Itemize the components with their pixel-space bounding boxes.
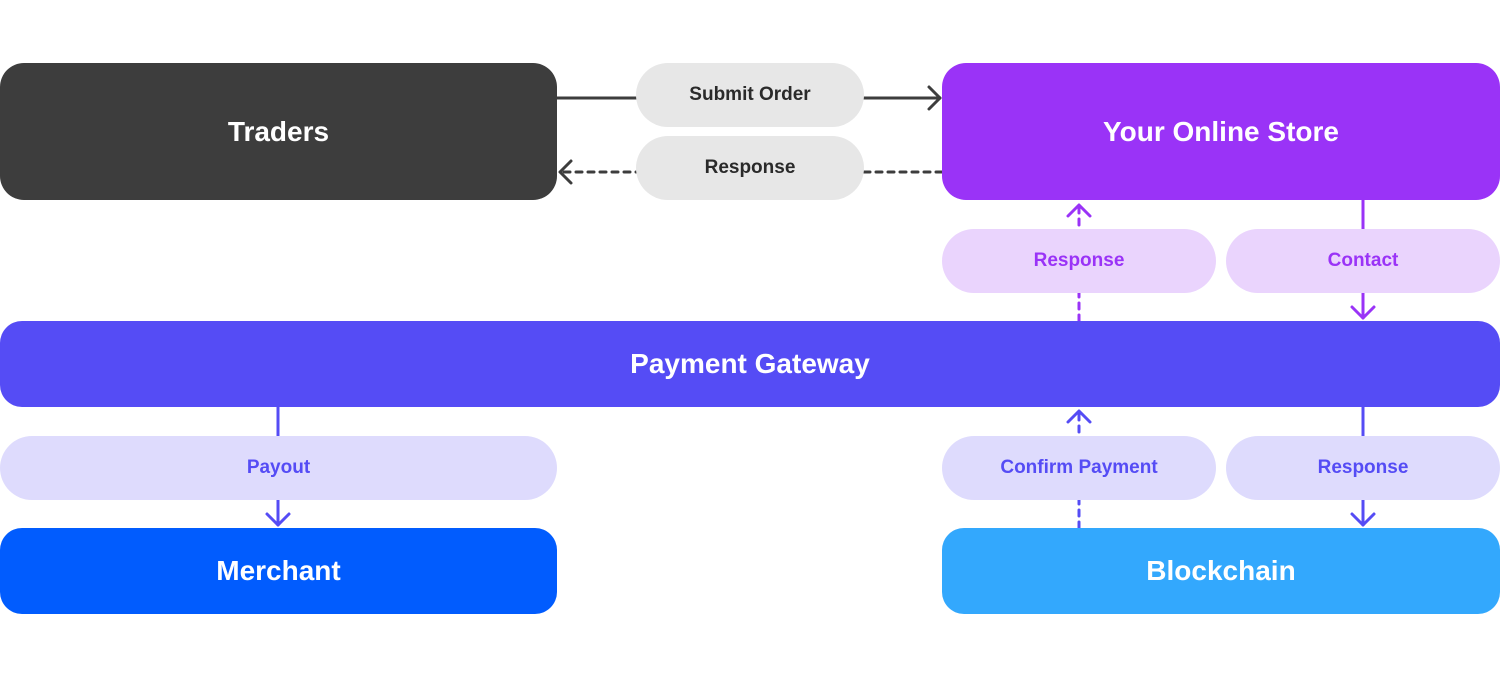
- node-payment-gateway-label: Payment Gateway: [630, 348, 870, 379]
- edge-label-contact: Contact: [1226, 229, 1500, 293]
- edge-label-response-to-store: Response: [942, 229, 1216, 293]
- edge-label-confirm-payment: Confirm Payment: [942, 436, 1216, 500]
- edge-label-response-to-blockchain: Response: [1226, 436, 1500, 500]
- node-payment-gateway: Payment Gateway: [0, 321, 1500, 407]
- edge-label-response-to-traders-text: Response: [704, 157, 796, 178]
- node-traders: Traders: [0, 63, 557, 200]
- node-blockchain: Blockchain: [942, 528, 1500, 614]
- node-merchant-label: Merchant: [216, 555, 341, 586]
- node-blockchain-label: Blockchain: [1146, 555, 1296, 586]
- edge-label-response-to-traders: Response: [636, 136, 864, 200]
- edge-label-submit-order: Submit Order: [636, 63, 864, 127]
- node-online-store-label: Your Online Store: [1103, 115, 1339, 147]
- edge-label-response-to-blockchain-text: Response: [1317, 457, 1409, 478]
- edge-label-payout-text: Payout: [246, 457, 311, 478]
- node-merchant: Merchant: [0, 528, 557, 614]
- edge-label-submit-order-text: Submit Order: [689, 84, 811, 105]
- node-online-store: Your Online Store: [942, 63, 1500, 200]
- edge-label-contact-text: Contact: [1327, 250, 1399, 271]
- edge-label-confirm-payment-text: Confirm Payment: [1000, 457, 1158, 478]
- arrow-response-to-store: [1066, 203, 1092, 323]
- node-traders-label: Traders: [227, 115, 330, 147]
- edge-label-response-to-store-text: Response: [1033, 250, 1125, 271]
- edge-label-payout: Payout: [0, 436, 557, 500]
